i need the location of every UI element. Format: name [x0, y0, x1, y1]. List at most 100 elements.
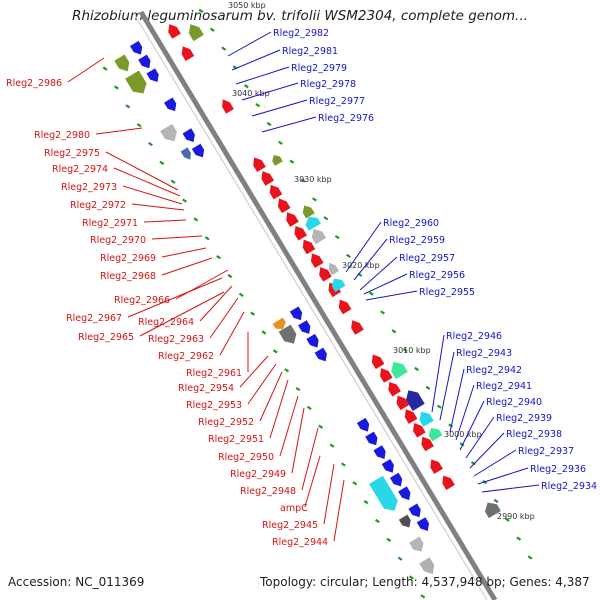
gene-shape	[168, 24, 181, 39]
reverse-gene-arrow	[310, 253, 324, 268]
forward-leader-line	[345, 221, 382, 273]
tick-mark-inner	[318, 424, 324, 429]
reverse-gene-arrow	[302, 239, 316, 255]
tick-mark-outer	[368, 291, 374, 296]
reverse-gene-label: Rleg2_2980	[34, 130, 90, 141]
tick-mark-inner	[420, 594, 426, 599]
gene-shape	[371, 354, 385, 370]
gene-shape	[319, 267, 332, 282]
tick-mark-inner	[193, 217, 199, 222]
reverse-gene-label: ampC	[280, 503, 308, 514]
forward-gene-label: Rleg2_2942	[466, 365, 522, 376]
tick-mark-inner	[238, 292, 244, 297]
reverse-gene-arrow	[430, 459, 443, 474]
reverse-gene-arrow	[442, 475, 455, 491]
reverse-leader-line	[105, 151, 179, 191]
reverse-leader-line	[122, 185, 183, 205]
forward-gene-arrow	[356, 417, 370, 432]
forward-gene-arrow	[298, 320, 311, 334]
tick-mark-inner	[306, 405, 312, 411]
tick-mark-outer	[323, 216, 329, 221]
gene-shape	[419, 411, 434, 427]
gene-shape	[138, 54, 151, 69]
forward-gene-arrow	[373, 445, 386, 459]
reverse-gene-label: Rleg2_2975	[44, 148, 100, 159]
tick-mark-inner	[386, 537, 392, 542]
reverse-gene-label: Rleg2_2953	[186, 400, 242, 411]
forward-gene-arrow	[389, 472, 403, 487]
reverse-gene-arrow	[222, 99, 234, 114]
tick-mark-outer	[493, 498, 499, 504]
scale-label: 3010 kbp	[393, 346, 431, 355]
gene-shape	[396, 395, 410, 411]
navy-gene-block	[406, 390, 425, 412]
reverse-gene-arrow	[413, 423, 426, 438]
forward-leader-line	[465, 416, 495, 459]
tick-mark-inner	[182, 198, 187, 203]
olive-gene-block	[114, 54, 130, 72]
forward-leader-line	[353, 238, 388, 281]
reverse-gene-label: Rleg2_2949	[230, 469, 286, 480]
tick-mark-outer	[244, 84, 249, 89]
grey-gene-block	[278, 324, 297, 344]
grey-gene-block	[409, 536, 424, 552]
reverse-gene-label: Rleg2_2970	[90, 235, 146, 246]
gene-shape	[160, 123, 177, 142]
reverse-gene-arrow	[319, 267, 332, 282]
reverse-gene-arrow	[253, 157, 266, 173]
tick-mark-outer	[402, 348, 408, 353]
scale-label: 3000 kbp	[444, 430, 482, 439]
gene-shape	[351, 320, 364, 335]
reverse-gene-label: Rleg2_2954	[178, 383, 234, 394]
forward-gene-label: Rleg2_2940	[486, 397, 542, 408]
gene-shape	[331, 278, 346, 292]
cyan-gene-block	[305, 216, 321, 231]
olive-gene-block	[272, 155, 283, 166]
gene-shape	[389, 472, 403, 487]
reverse-gene-arrow	[421, 436, 434, 452]
reverse-leader-line	[151, 235, 203, 240]
forward-gene-label: Rleg2_2938	[506, 429, 562, 440]
tick-mark-outer	[391, 329, 397, 334]
scale-label: 2990 kbp	[497, 512, 535, 521]
forward-gene-arrow	[398, 486, 411, 501]
tick-mark-inner	[284, 368, 290, 373]
forward-gene-arrow	[138, 54, 151, 69]
forward-gene-arrow	[306, 333, 319, 348]
reverse-leader-line	[247, 363, 277, 405]
tick-mark-outer	[470, 461, 476, 466]
gene-shape	[302, 205, 315, 219]
grey-gene-block	[484, 502, 501, 519]
tick-mark-inner	[170, 179, 176, 184]
reverse-gene-arrow	[181, 46, 195, 61]
reverse-gene-label: Rleg2_2966	[114, 295, 170, 306]
forward-gene-label: Rleg2_2943	[456, 348, 512, 359]
gene-shape	[365, 431, 378, 446]
tick-mark-inner	[227, 273, 233, 279]
forward-gene-label: Rleg2_2941	[476, 381, 532, 392]
gene-shape	[369, 475, 398, 511]
forward-leader-line	[473, 449, 517, 477]
reverse-gene-label: Rleg2_2948	[240, 486, 296, 497]
gene-shape	[428, 427, 443, 442]
gene-shape	[181, 46, 195, 61]
reverse-gene-arrow	[388, 381, 401, 397]
gene-shape	[182, 128, 195, 143]
reverse-gene-arrow	[351, 320, 364, 335]
gene-shape	[442, 475, 455, 491]
tick-mark-outer	[266, 121, 272, 127]
forward-leader-line	[481, 484, 540, 493]
tick-mark-inner	[114, 85, 119, 90]
cyan-gene-block	[419, 411, 434, 427]
orange-gene-block	[272, 317, 286, 330]
gene-shape	[381, 458, 394, 473]
forward-leader-line	[251, 99, 308, 117]
forward-leader-line	[363, 273, 408, 295]
tick-mark-inner	[340, 462, 346, 467]
reverse-gene-label: Rleg2_2962	[158, 351, 214, 362]
forward-gene-label: Rleg2_2956	[409, 270, 465, 281]
reverse-gene-arrow	[380, 368, 393, 383]
tick-mark-inner	[159, 160, 165, 166]
reverse-gene-label: Rleg2_2951	[208, 434, 264, 445]
gene-shape	[180, 147, 191, 160]
